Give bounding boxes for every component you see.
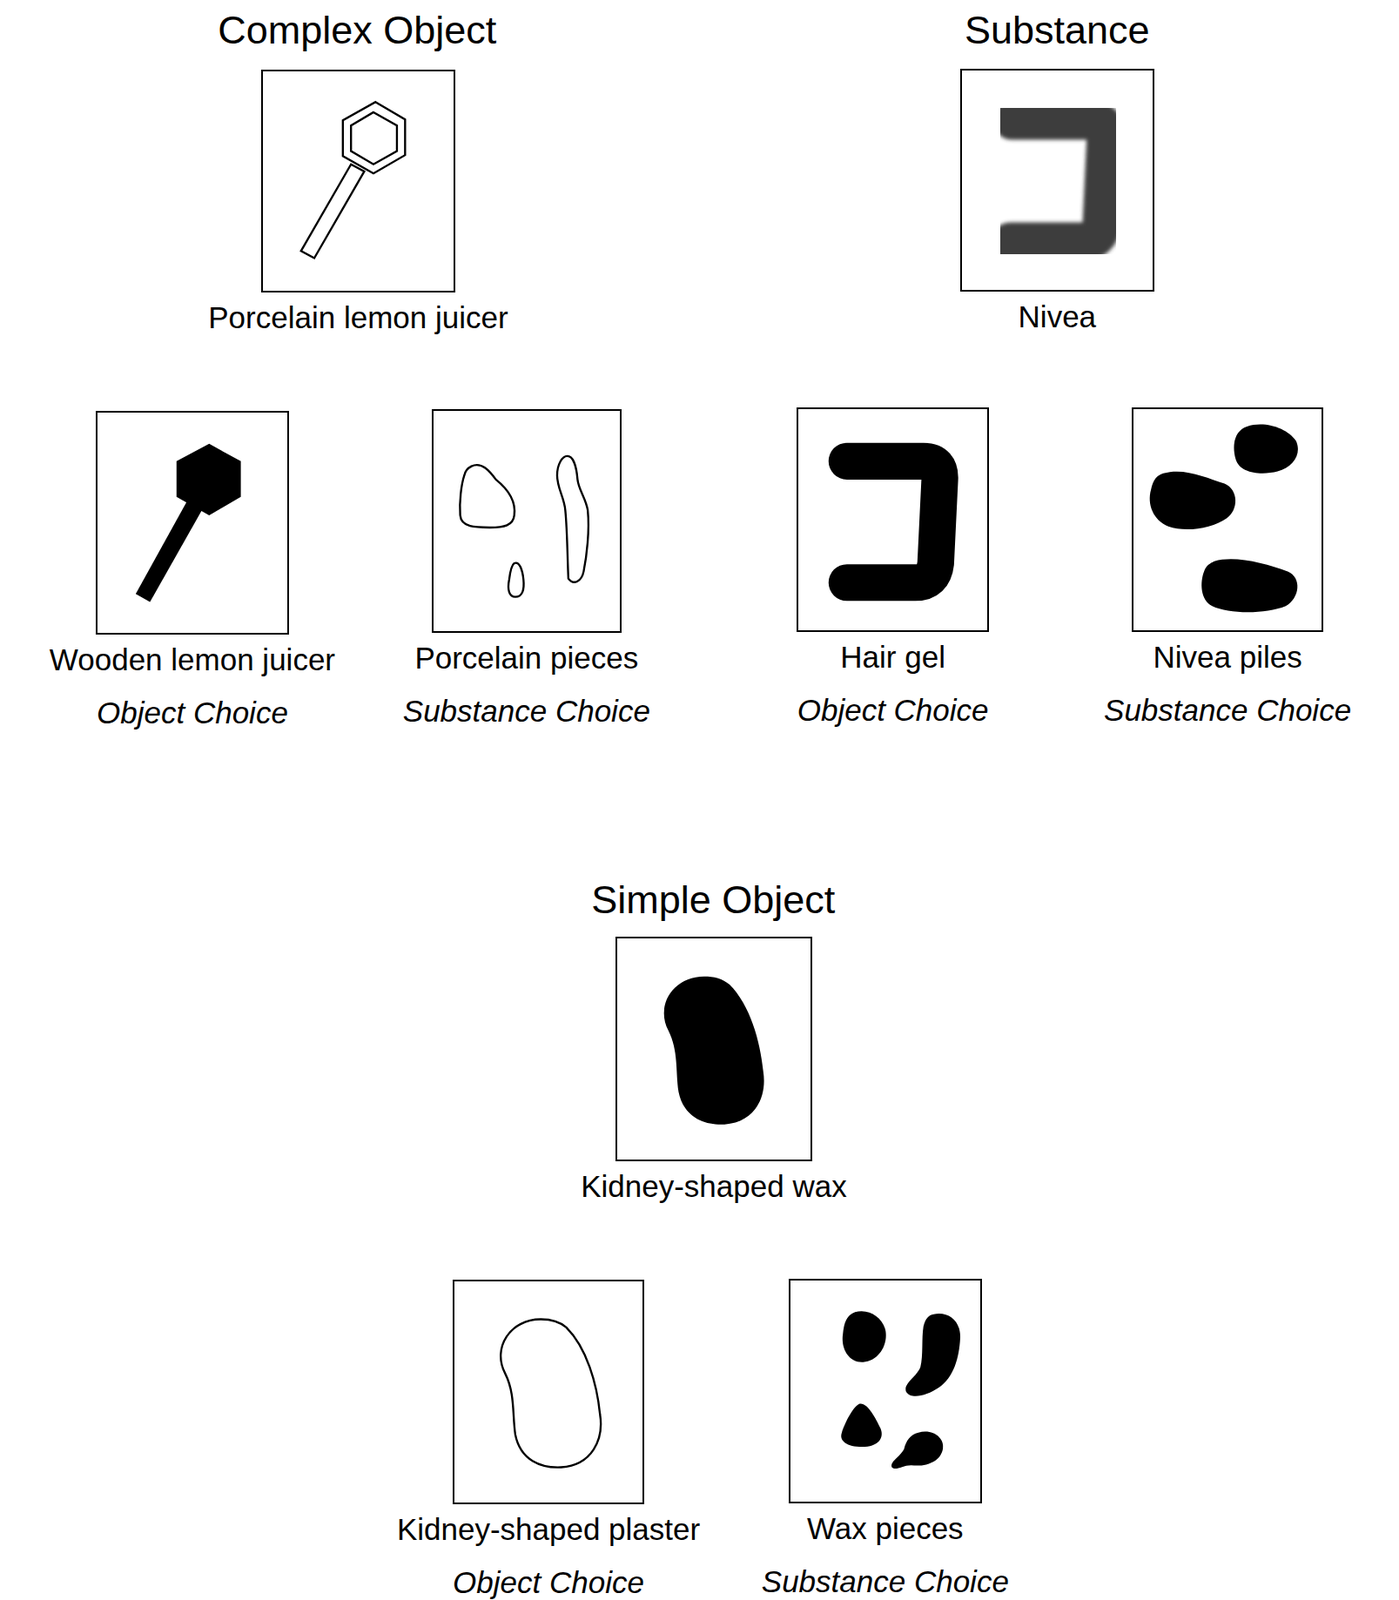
nivea-shape [1009,120,1106,242]
wooden-juicer [135,443,242,603]
group-heading: Substance [964,7,1151,54]
wax-pieces [840,1311,961,1469]
item-label: Porcelain lemon juicer [208,299,508,337]
porcelain-pieces [459,456,589,598]
picture-frame [615,936,813,1162]
picture-frame [261,69,456,294]
choice-label: Object Choice [797,692,989,729]
picture-frame [796,407,989,633]
picture-box: Hair gelObject Choice [796,407,989,729]
item-label: Kidney-shaped wax [580,1168,847,1205]
picture-box: Wax piecesSubstance Choice [761,1278,1009,1600]
picture-frame [452,1279,644,1505]
picture-frame [788,1278,982,1504]
item-label: Porcelain pieces [414,639,639,677]
kidney-wax [664,976,765,1125]
picture-frame [431,409,622,633]
picture-box: Wooden lemon juicerObject Choice [49,410,336,732]
item-label: Kidney-shaped plaster [396,1511,700,1548]
picture-box: Nivea pilesSubstance Choice [1103,407,1352,729]
group-heading: Simple Object [591,877,835,923]
item-label: Hair gel [840,638,946,676]
porcelain-juicer [301,101,406,258]
choice-label: Substance Choice [761,1563,1009,1600]
picture-box: Porcelain piecesSubstance Choice [403,409,651,730]
picture-frame [960,68,1155,293]
hair-gel-shape [847,461,941,583]
item-label: Nivea [1018,298,1097,336]
item-label: Wax pieces [807,1510,964,1547]
picture-frame [95,410,290,635]
picture-frame [1131,407,1324,633]
choice-label: Substance Choice [403,692,651,730]
group-heading: Complex Object [217,7,497,54]
choice-label: Substance Choice [1103,692,1352,729]
picture-box: Porcelain lemon juicer [208,69,508,337]
item-label: Wooden lemon juicer [49,641,336,679]
item-label: Nivea piles [1152,638,1302,676]
choice-label: Object Choice [452,1564,645,1600]
nivea-piles [1150,424,1299,613]
picture-box: Kidney-shaped wax [580,936,847,1205]
choice-label: Object Choice [96,694,289,732]
kidney-plaster [500,1319,601,1468]
picture-box: Kidney-shaped plasterObject Choice [396,1279,700,1600]
picture-box: Nivea [960,68,1155,337]
